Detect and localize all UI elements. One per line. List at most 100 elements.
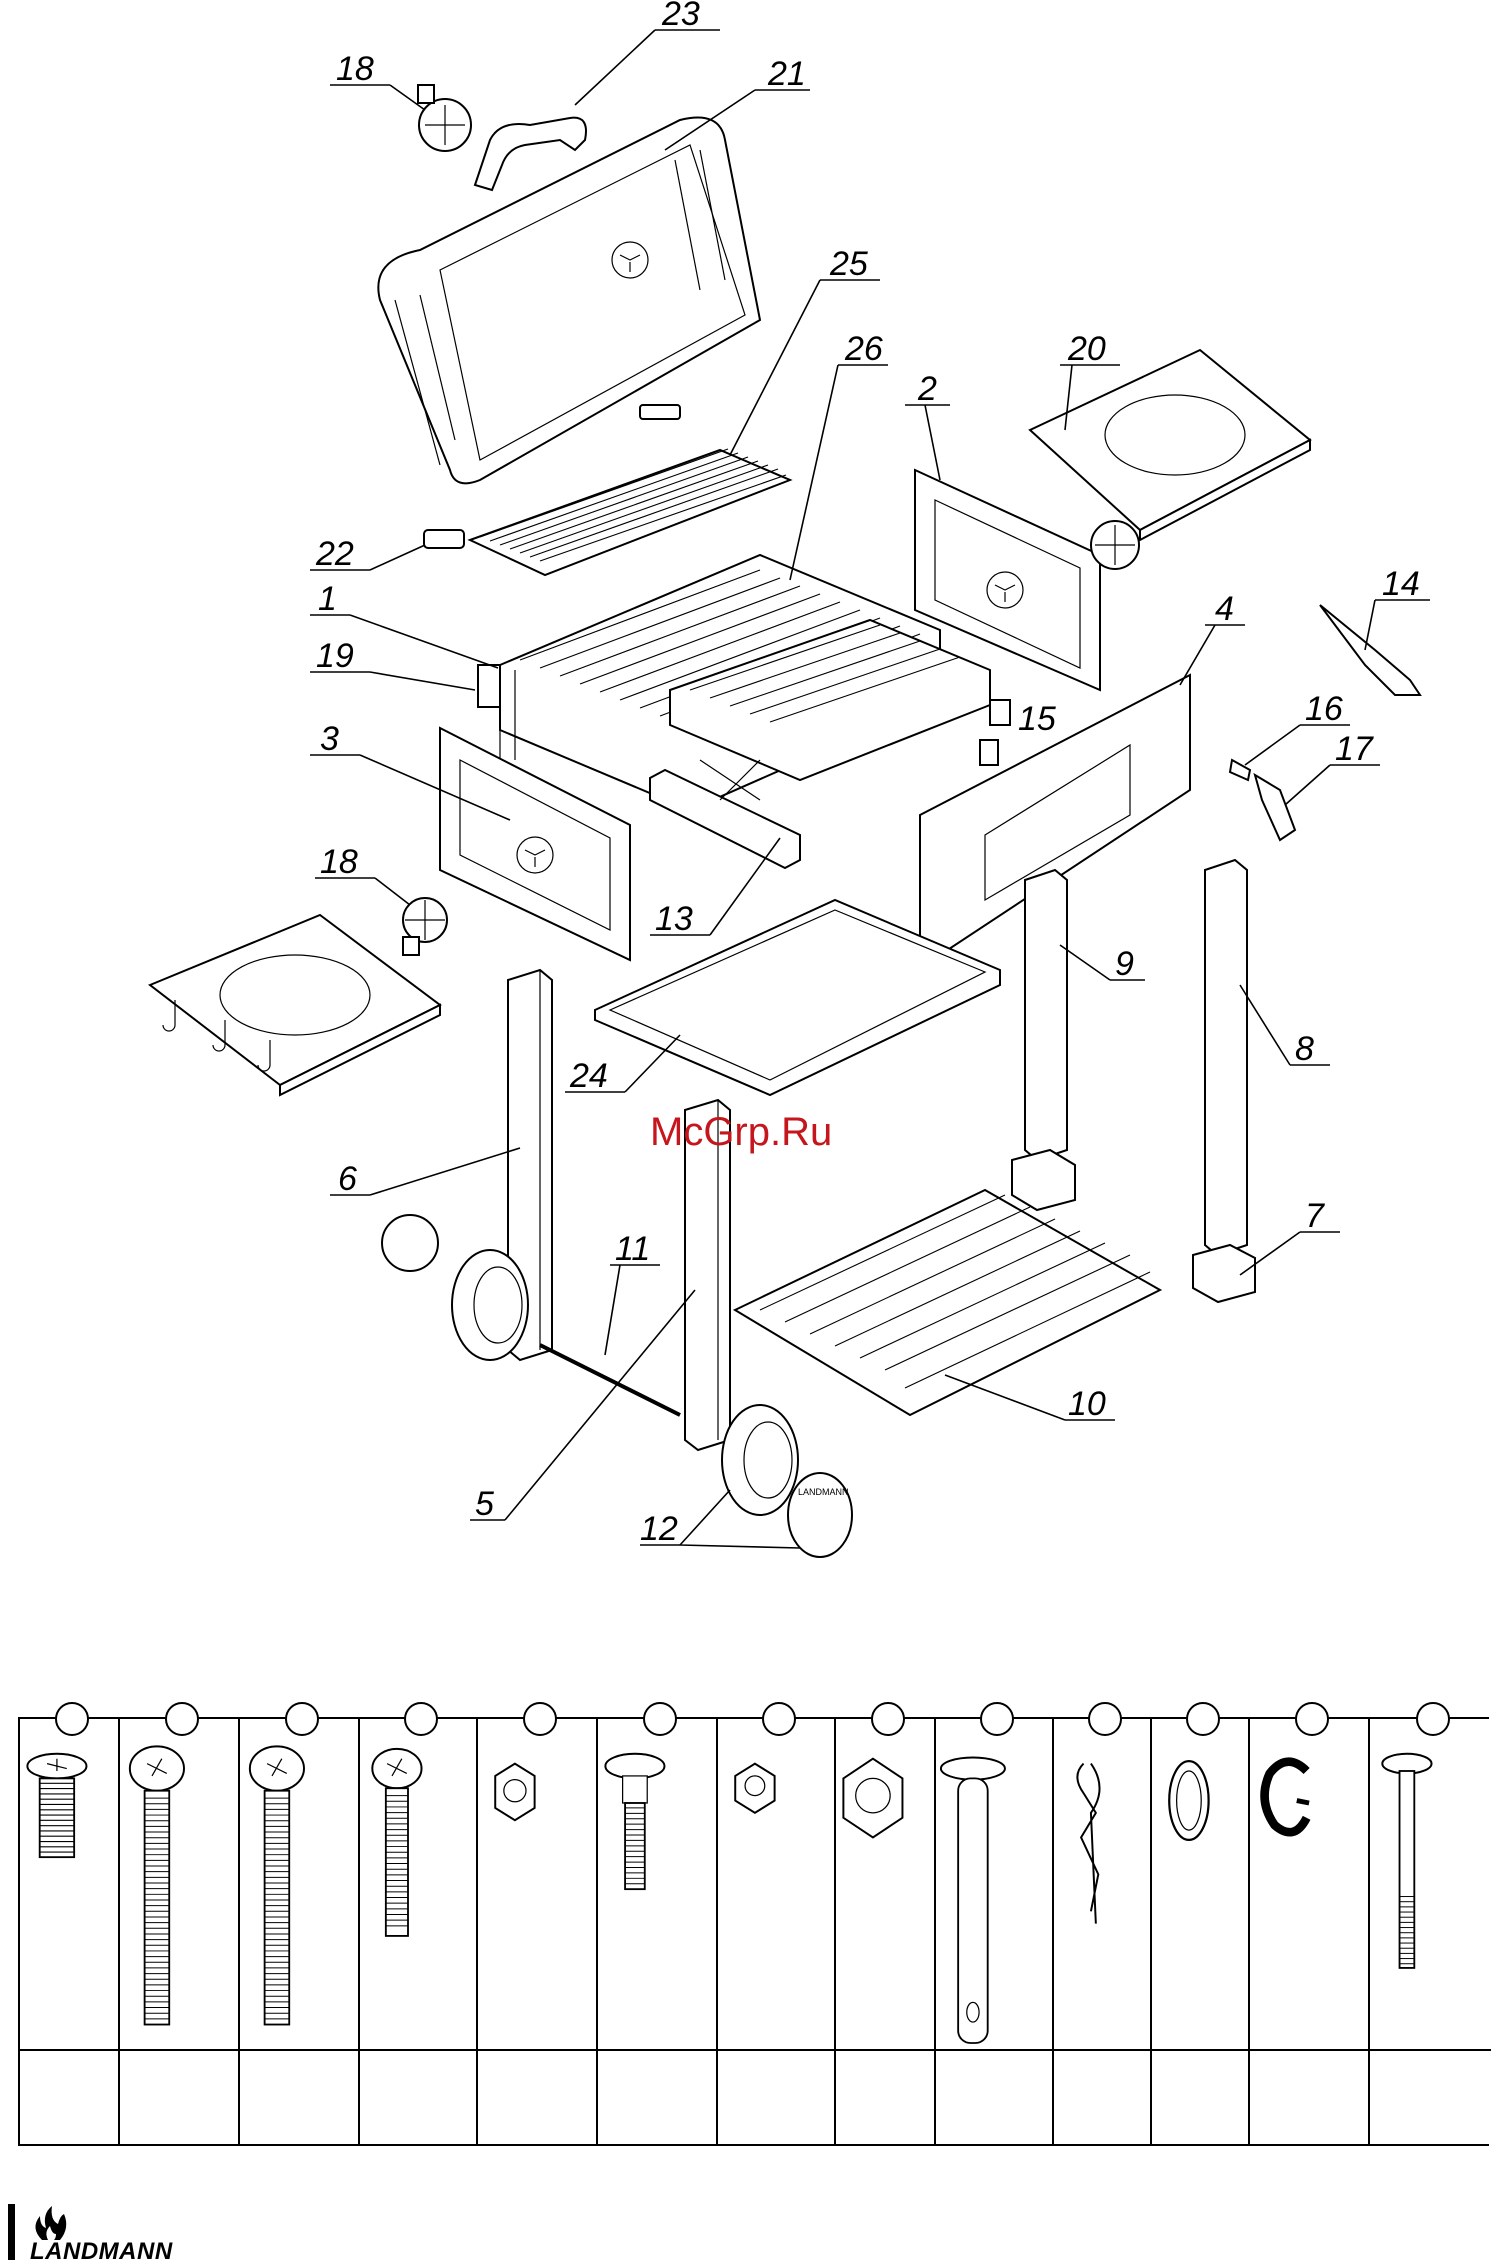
svg-text:11: 11 xyxy=(615,1230,650,1268)
flat-washer-icon xyxy=(1152,1739,1226,2059)
hardware-letter-circle xyxy=(285,1702,319,1736)
flame-icon xyxy=(30,2206,70,2242)
side-shelf-right-part xyxy=(1030,350,1310,569)
hardware-letter-circle xyxy=(1416,1702,1450,1736)
svg-text:18: 18 xyxy=(320,843,358,881)
long-bolt-icon xyxy=(1370,1739,1444,2059)
hardware-quantity-cell xyxy=(120,2049,240,2144)
round-head-bolt-long-icon xyxy=(240,1739,314,2059)
svg-text:20: 20 xyxy=(1067,330,1106,368)
hardware-column xyxy=(1368,1719,1491,2144)
hardware-letter-circle xyxy=(871,1702,905,1736)
bottom-shelf-part xyxy=(735,1190,1160,1415)
large-lock-nut-icon xyxy=(836,1739,910,2059)
svg-text:23: 23 xyxy=(661,0,700,33)
hardware-quantity-cell xyxy=(360,2049,478,2144)
hardware-letter-circle xyxy=(980,1702,1014,1736)
svg-text:8: 8 xyxy=(1295,1030,1314,1068)
hardware-column xyxy=(18,1719,120,2144)
hardware-column xyxy=(238,1719,360,2144)
hub-disc-part xyxy=(382,1215,438,1271)
callout-15: 15 xyxy=(1018,700,1056,738)
hardware-quantity-cell xyxy=(836,2049,936,2144)
brand-name: LANDMANN xyxy=(30,2238,173,2266)
svg-text:9: 9 xyxy=(1115,945,1134,983)
svg-text:26: 26 xyxy=(844,330,883,368)
hardware-quantity-cell xyxy=(478,2049,598,2144)
leg-8-part xyxy=(1193,860,1255,1302)
hardware-column xyxy=(476,1719,598,2144)
wheel-right-part xyxy=(722,1405,798,1515)
callout-14: 14 xyxy=(1365,565,1430,650)
hardware-quantity-cell xyxy=(1370,2049,1491,2144)
side-shelf-left-part xyxy=(150,898,447,1095)
wheel-cap-text: LANDMANN xyxy=(798,1487,849,1497)
callout-6: 6 xyxy=(330,1148,520,1198)
hardware-letter-circle xyxy=(643,1702,677,1736)
svg-text:22: 22 xyxy=(315,535,354,573)
hardware-column xyxy=(934,1719,1054,2144)
hardware-quantity-cell xyxy=(20,2049,120,2144)
callout-2: 2 xyxy=(905,370,950,480)
hardware-letter-circle xyxy=(404,1702,438,1736)
hardware-column xyxy=(1150,1719,1250,2144)
wheel-left-part xyxy=(452,1250,528,1360)
svg-text:14: 14 xyxy=(1382,565,1420,603)
callout-9: 9 xyxy=(1060,945,1145,983)
svg-text:12: 12 xyxy=(640,1510,678,1548)
hex-nut-icon xyxy=(718,1739,792,2059)
hardware-quantity-cell xyxy=(1152,2049,1250,2144)
hardware-column xyxy=(716,1719,836,2144)
hardware-letter-circle xyxy=(1186,1702,1220,1736)
callout-19: 19 xyxy=(310,637,475,690)
callout-17: 17 xyxy=(1285,730,1380,805)
callout-7: 7 xyxy=(1240,1197,1340,1275)
hardware-quantity-cell xyxy=(240,2049,360,2144)
callout-4: 4 xyxy=(1180,590,1245,685)
hardware-column xyxy=(1248,1719,1370,2144)
hardware-column xyxy=(118,1719,240,2144)
svg-text:19: 19 xyxy=(316,637,354,675)
callout-26: 26 xyxy=(790,330,888,580)
hinge-bracket-part xyxy=(424,530,464,548)
callout-8: 8 xyxy=(1240,985,1330,1068)
svg-text:3: 3 xyxy=(320,720,339,758)
callout-23: 23 xyxy=(575,0,720,105)
axle-part xyxy=(540,1345,680,1415)
hardware-quantity-cell xyxy=(718,2049,836,2144)
r-clip-icon xyxy=(1054,1739,1128,2059)
hardware-letter-circle xyxy=(762,1702,796,1736)
round-head-bolt-long-icon xyxy=(120,1739,194,2059)
hardware-letter-circle xyxy=(165,1702,199,1736)
hardware-quantity-cell xyxy=(1250,2049,1370,2144)
hardware-letter-circle xyxy=(55,1702,89,1736)
knob-14-part xyxy=(1320,605,1420,695)
hardware-quantity-cell xyxy=(936,2049,1054,2144)
svg-text:17: 17 xyxy=(1335,730,1374,768)
svg-text:21: 21 xyxy=(767,55,806,93)
svg-text:4: 4 xyxy=(1215,590,1234,628)
hardware-letter-circle xyxy=(523,1702,557,1736)
svg-text:5: 5 xyxy=(475,1485,494,1523)
hardware-quantity-cell xyxy=(598,2049,718,2144)
svg-text:13: 13 xyxy=(655,900,693,938)
svg-text:6: 6 xyxy=(338,1160,357,1198)
knob-17-part xyxy=(1255,775,1295,840)
svg-text:15: 15 xyxy=(1018,700,1056,738)
leg-9-part xyxy=(1012,870,1075,1210)
brand-bar xyxy=(8,2204,15,2260)
vent-disc-top-part xyxy=(418,85,471,151)
callout-18b: 18 xyxy=(315,843,410,905)
spring-washer-icon xyxy=(1250,1739,1324,2059)
lid-part xyxy=(378,118,760,484)
svg-text:25: 25 xyxy=(829,245,868,283)
hardware-column xyxy=(834,1719,936,2144)
exploded-grill-diagram: LANDMANN 23 18 21 25 26 2 20 22 1 19 3 1… xyxy=(0,0,1491,1600)
round-head-bolt-medium-icon xyxy=(360,1739,434,2059)
hardware-column xyxy=(1052,1719,1152,2144)
clevis-pin-icon xyxy=(936,1739,1010,2059)
hardware-letter-circle xyxy=(1295,1702,1329,1736)
svg-text:7: 7 xyxy=(1305,1197,1325,1235)
svg-text:16: 16 xyxy=(1305,690,1343,728)
svg-text:18: 18 xyxy=(336,50,374,88)
